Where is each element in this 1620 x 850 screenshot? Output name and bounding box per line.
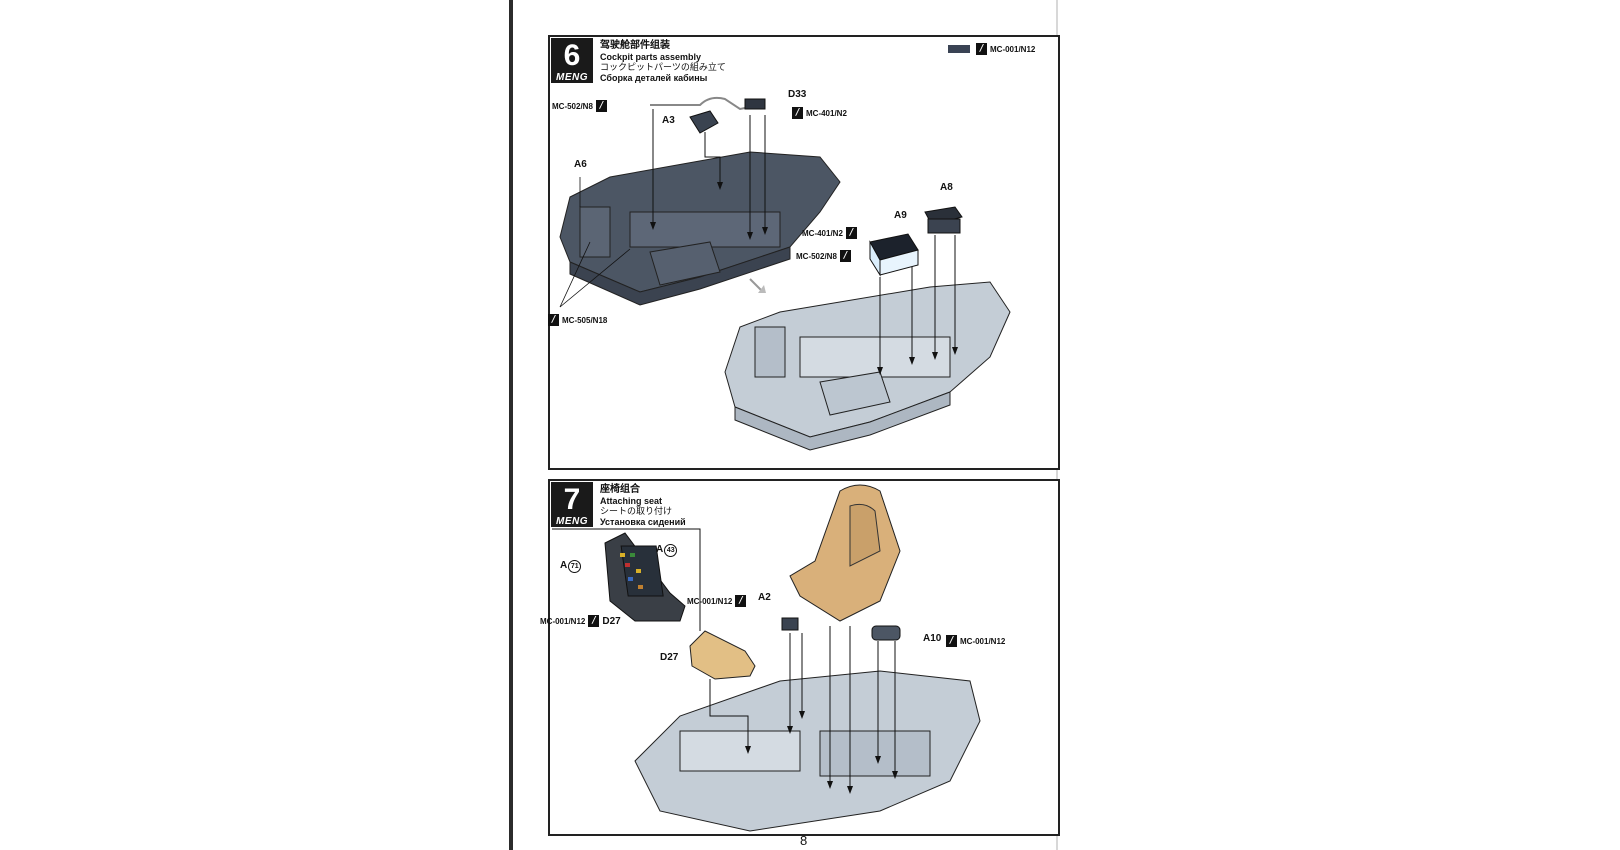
label-d27: D27 — [660, 652, 679, 663]
label-a9: A9 — [894, 210, 907, 221]
paint-icon: / — [588, 615, 600, 627]
title-en: Cockpit parts assembly — [600, 51, 702, 62]
title-ru: Сборка деталей кабины — [600, 72, 708, 83]
step-6-badge: 6 MENG — [551, 38, 593, 83]
paint-icon: / — [548, 314, 559, 326]
paint-code-chassis: / MC-505/N18 — [548, 314, 607, 326]
title-en: Attaching seat — [600, 495, 663, 506]
paint-code-a2: MC-001/N12 / — [687, 595, 747, 607]
label-a8: A8 — [940, 182, 953, 193]
header-paint-code: / MC-001/N12 — [948, 43, 1035, 55]
step-6-illustration — [559, 96, 1011, 451]
label-a10: A10 — [923, 633, 942, 644]
label-d33: D33 — [788, 89, 807, 100]
paint-code-a10: / MC-001/N12 — [946, 635, 1005, 647]
step-number: 7 — [563, 483, 581, 516]
label-a3: A3 — [662, 115, 675, 126]
paint-icon: / — [792, 107, 803, 119]
paint-icon: / — [839, 250, 851, 262]
brand-logo: MENG — [556, 516, 588, 527]
paint-code-a9-side: MC-502/N8 / — [796, 250, 851, 262]
page-number: 8 — [800, 833, 808, 848]
paint-code-clip: / MC-401/N2 — [792, 107, 847, 119]
paint-icon: / — [845, 227, 857, 239]
paint-icon: / — [595, 100, 607, 112]
paint-icon: / — [735, 595, 747, 607]
label-a2: A2 — [758, 592, 771, 603]
paint-code-wire: MC-502/N8 / — [552, 100, 607, 112]
step-6-panel: 6 MENG 驾驶舱部件组装 Cockpit parts assembly コッ… — [548, 35, 1060, 470]
sheet-edge-left — [509, 0, 513, 850]
title-ja: シートの取り付け — [600, 506, 673, 516]
title-ja: コックピットパーツの組み立て — [600, 62, 726, 72]
title-zh: 座椅组合 — [600, 484, 640, 495]
step-6-titles: 驾驶舱部件组装 Cockpit parts assembly コックピットパーツ… — [600, 40, 726, 83]
title-ru: Установка сидений — [600, 516, 686, 527]
color-swatch — [948, 45, 970, 53]
paint-code-a9-top: MC-401/N2 / — [802, 227, 857, 239]
title-zh: 驾驶舱部件组装 — [600, 40, 670, 51]
paint-icon: / — [976, 43, 987, 55]
paint-icon: / — [946, 635, 957, 647]
step-number: 6 — [563, 39, 581, 72]
brand-logo: MENG — [556, 72, 588, 83]
inset-paint-code: MC-001/N12 / D27 — [540, 615, 621, 627]
step-7-illustration — [552, 484, 981, 832]
label-a6: A6 — [574, 159, 587, 170]
step-7-titles: 座椅组合 Attaching seat シートの取り付け Установка с… — [600, 484, 686, 527]
step-7-badge: 7 MENG — [551, 482, 593, 527]
step-7-panel: 7 MENG 座椅组合 Attaching seat シートの取り付け Уста… — [540, 479, 1060, 836]
